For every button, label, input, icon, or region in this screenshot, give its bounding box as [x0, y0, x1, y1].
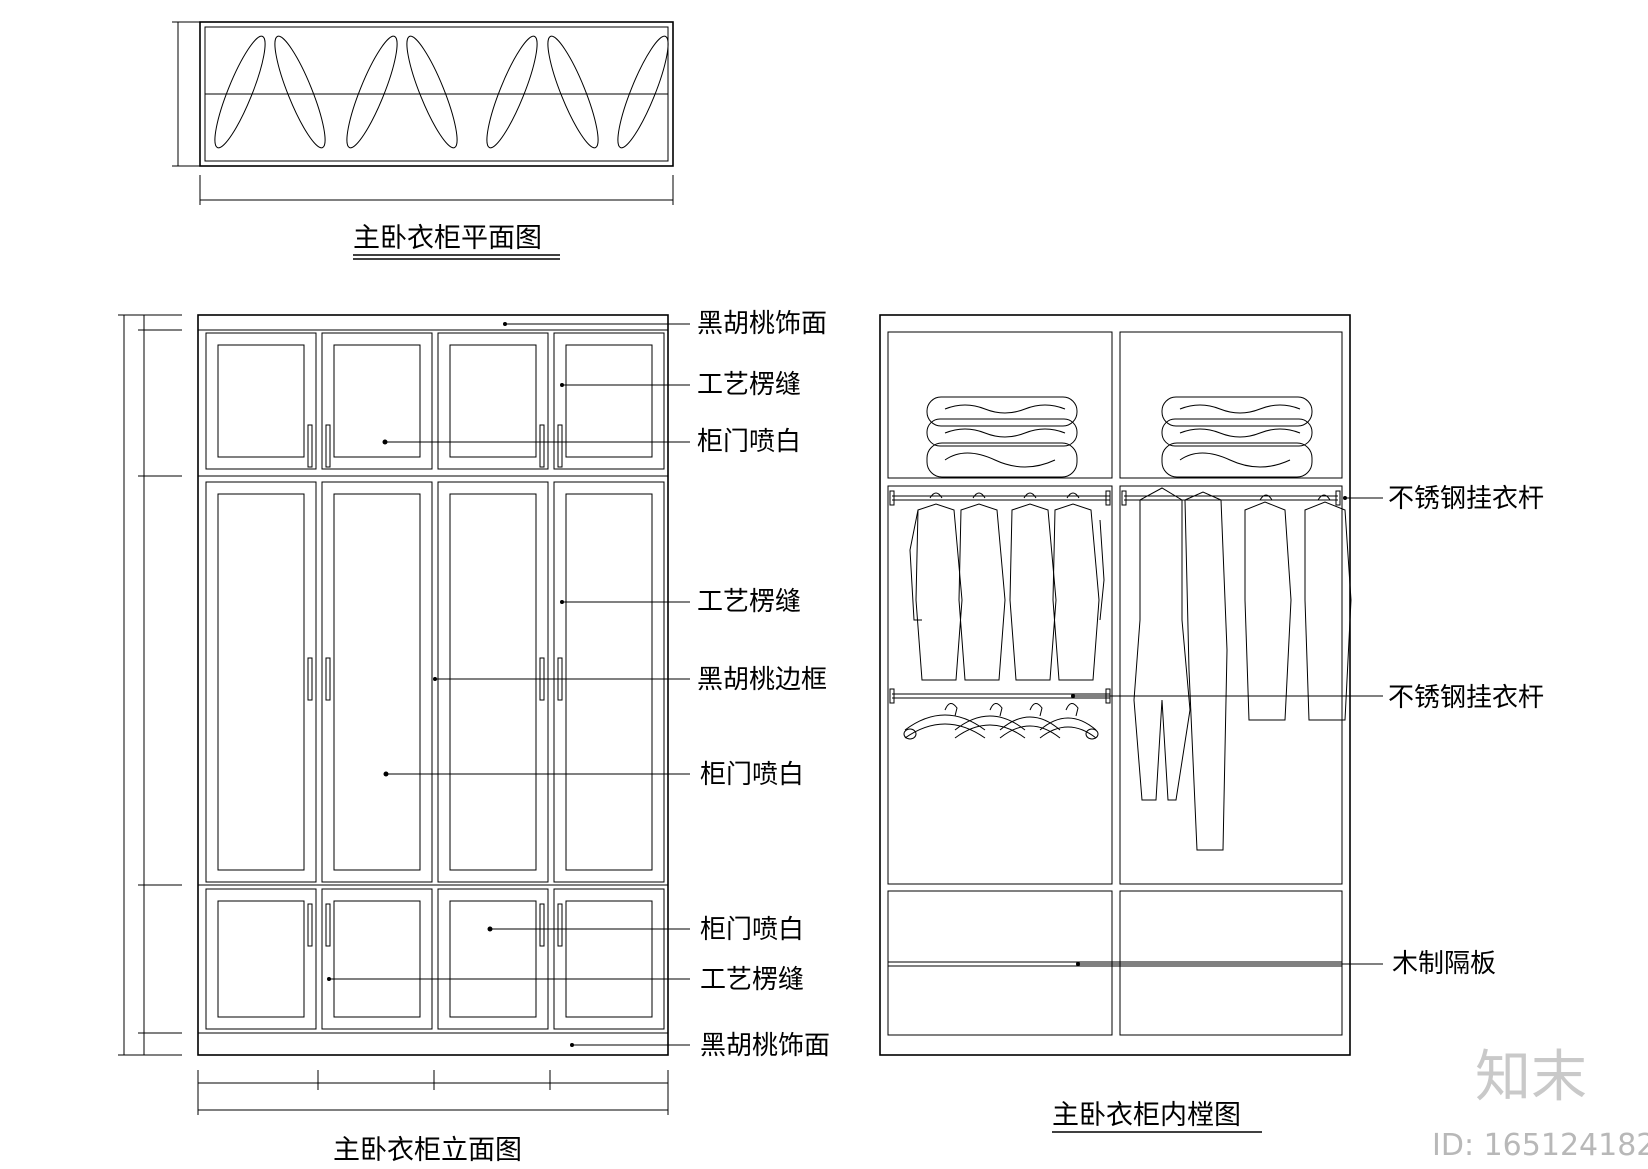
watermark: 知末 ID: 165124182: [1432, 1045, 1648, 1163]
elevation-view: 黑胡桃饰面 工艺楞缝 柜门喷白 工艺楞缝 黑胡桃边框 柜门喷白 柜门喷白 工艺楞…: [118, 309, 830, 1166]
elevation-doors: [198, 332, 668, 1030]
label-groove-mid: 工艺楞缝: [697, 587, 801, 617]
door-handles: [307, 424, 563, 947]
interior-leaders: [1071, 496, 1383, 966]
label-walnut-facing-bottom: 黑胡桃饰面: [700, 1031, 830, 1061]
hanging-coats-right: [1133, 487, 1352, 851]
label-door-white-bottom: 柜门喷白: [700, 915, 804, 945]
plan-title: 主卧衣柜平面图: [353, 223, 542, 254]
label-door-white-mid: 柜门喷白: [700, 760, 804, 790]
elevation-leaders: [327, 322, 690, 1047]
label-door-white-top: 柜门喷白: [697, 427, 801, 457]
label-walnut-frame: 黑胡桃边框: [697, 665, 827, 695]
plan-view: 主卧衣柜平面图: [172, 21, 674, 260]
label-walnut-facing-top: 黑胡桃饰面: [697, 309, 827, 339]
label-steel-rod-top: 不锈钢挂衣杆: [1388, 484, 1544, 514]
empty-hangers: [903, 703, 1099, 740]
plan-hangers: [214, 35, 669, 149]
label-steel-rod-bottom: 不锈钢挂衣杆: [1388, 683, 1544, 713]
interior-view: 不锈钢挂衣杆 不锈钢挂衣杆 木制隔板 主卧衣柜内樘图: [879, 314, 1544, 1133]
interior-title: 主卧衣柜内樘图: [1052, 1100, 1241, 1131]
label-groove-top: 工艺楞缝: [697, 370, 801, 400]
label-wood-shelf: 木制隔板: [1392, 949, 1496, 979]
folded-clothes: [926, 396, 1313, 478]
label-groove-bottom: 工艺楞缝: [700, 965, 804, 995]
elevation-left-dimensions: [118, 314, 182, 1056]
watermark-id: ID: 165124182: [1432, 1128, 1648, 1163]
watermark-brand: 知末: [1475, 1045, 1587, 1110]
elevation-title: 主卧衣柜立面图: [333, 1135, 522, 1165]
hanging-shirts-left: [909, 492, 1105, 681]
elevation-bottom-dimensions: [197, 1070, 669, 1115]
hanging-rods: [889, 490, 1341, 704]
